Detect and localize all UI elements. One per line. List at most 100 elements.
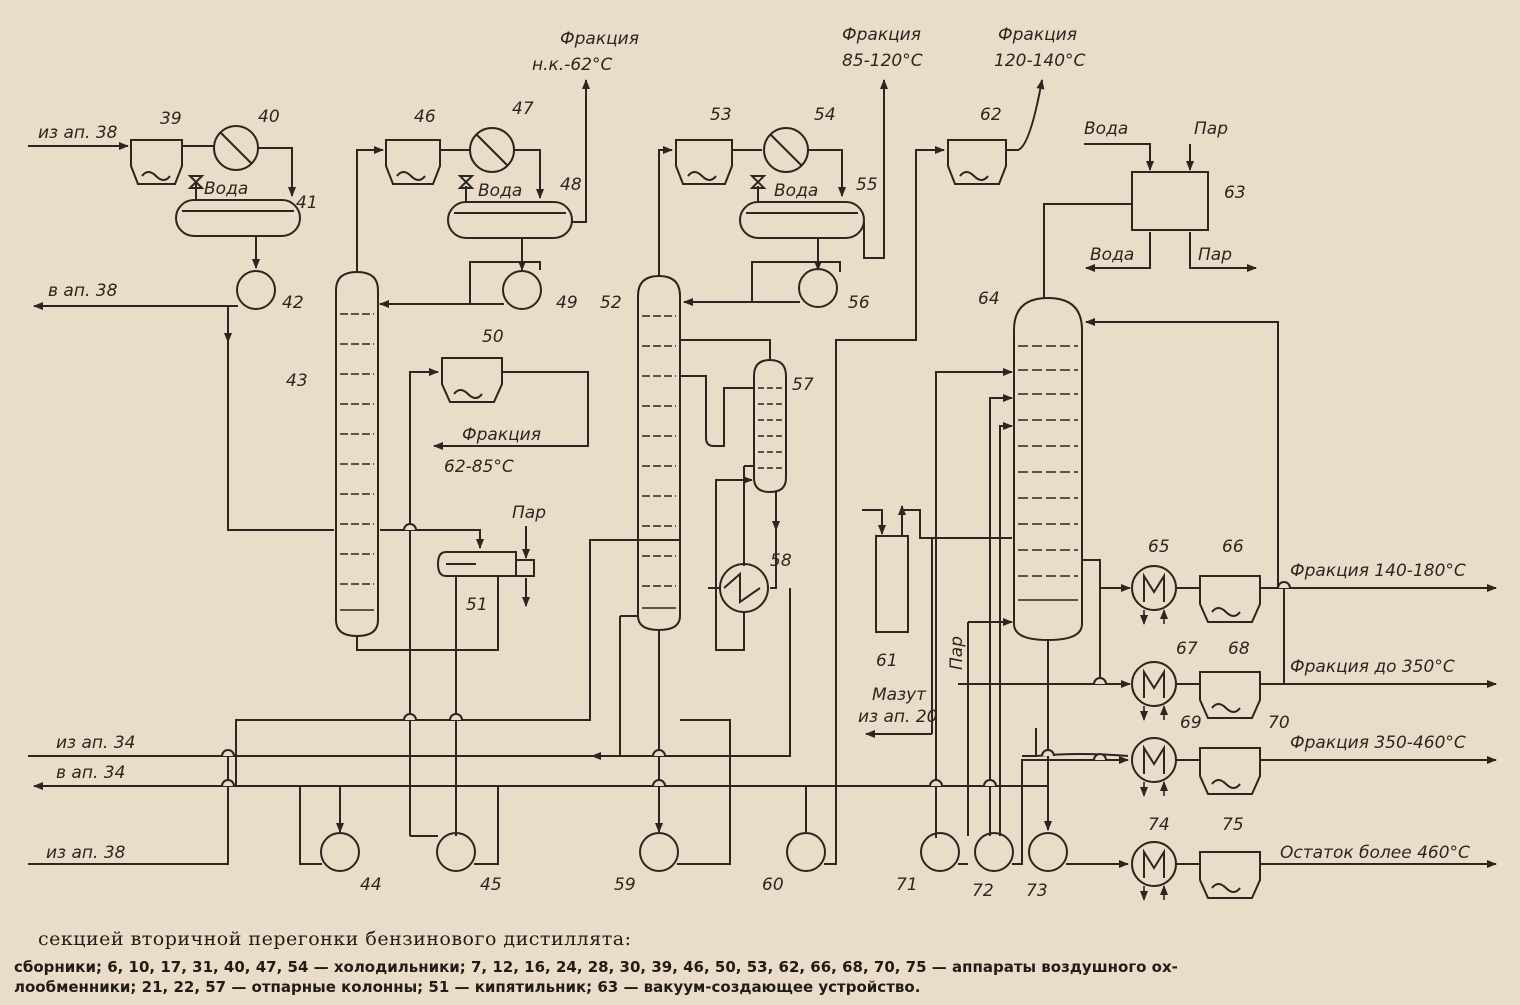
number-42: 42: [282, 293, 304, 313]
inlet-label-ap38-bottom: из ап. 38: [46, 843, 126, 863]
mazut-label-l2: из ап. 20: [858, 707, 937, 727]
product-label-residue: Остаток более 460°С: [1280, 843, 1470, 863]
inlet-label-ap34: из ап. 34: [56, 733, 135, 753]
outlet-label-ap34: в ап. 34: [56, 763, 125, 783]
caption-legend-line-2: лообменники; 21, 22, 57 — отпарные колон…: [14, 978, 921, 996]
number-43: 43: [286, 371, 308, 391]
pump-56: [798, 268, 838, 308]
number-57: 57: [792, 375, 814, 395]
number-49: 49: [556, 293, 578, 313]
product-label-62-85-l1: Фракция: [462, 425, 541, 445]
drum-41: [175, 199, 301, 237]
column-52: [637, 274, 681, 632]
pump-71: [920, 832, 960, 872]
product-label-120-140-l1: Фракция: [998, 25, 1077, 45]
number-63: 63: [1224, 183, 1246, 203]
water-label-41: Вода: [204, 179, 248, 199]
number-39: 39: [160, 109, 182, 129]
product-label-nk62-l2: н.к.-62°С: [532, 55, 612, 75]
outlet-label-ap38: в ап. 38: [48, 281, 118, 301]
product-label-85-120-l2: 85-120°С: [842, 51, 923, 71]
pump-59: [639, 832, 679, 872]
number-61: 61: [876, 651, 898, 671]
air-cooler-66: [1199, 575, 1261, 623]
pump-72: [974, 832, 1014, 872]
stripper-57: [753, 358, 787, 494]
pump-60: [786, 832, 826, 872]
product-label-62-85-l2: 62-85°С: [444, 457, 514, 477]
number-71: 71: [896, 875, 918, 895]
number-40: 40: [258, 107, 280, 127]
caption-legend-line-1: сборники; 6, 10, 17, 31, 40, 47, 54 — хо…: [14, 958, 1178, 976]
steam-label-64: Пар: [947, 636, 967, 670]
number-53: 53: [710, 105, 732, 125]
number-72: 72: [972, 881, 994, 901]
water-out-label-63: Вода: [1090, 245, 1134, 265]
drum-48: [447, 201, 573, 239]
cooler-40: [213, 125, 259, 171]
column-43: [335, 270, 379, 638]
pump-45: [436, 832, 476, 872]
number-51: 51: [466, 595, 488, 615]
mazut-label-l1: Мазут: [872, 685, 927, 705]
number-66: 66: [1222, 537, 1244, 557]
air-cooler-50: [441, 357, 503, 403]
number-74: 74: [1148, 815, 1170, 835]
product-label-85-120-l1: Фракция: [842, 25, 921, 45]
pump-49: [502, 270, 542, 310]
number-64: 64: [978, 289, 1000, 309]
number-54: 54: [814, 105, 836, 125]
air-cooler-53: [675, 139, 733, 185]
cooler-54: [763, 127, 809, 173]
pump-42: [236, 270, 276, 310]
column-64: [1013, 296, 1083, 642]
heat-exchanger-67: [1131, 661, 1177, 707]
air-cooler-68: [1199, 671, 1261, 719]
pump-73: [1028, 832, 1068, 872]
product-label-350-460: Фракция 350-460°С: [1290, 733, 1466, 753]
steam-in-label-63: Пар: [1194, 119, 1228, 139]
number-48: 48: [560, 175, 582, 195]
air-cooler-70: [1199, 747, 1261, 795]
caption-title: секцией вторичной перегонки бензинового …: [38, 928, 632, 950]
product-label-350: Фракция до 350°С: [1290, 657, 1455, 677]
pump-44: [320, 832, 360, 872]
heat-exchanger-58: [719, 563, 769, 613]
number-46: 46: [414, 107, 436, 127]
number-56: 56: [848, 293, 870, 313]
air-cooler-75: [1199, 851, 1261, 899]
product-label-120-140-l2: 120-140°С: [994, 51, 1086, 71]
air-cooler-62: [947, 139, 1007, 185]
vessel-61: [875, 535, 909, 633]
inlet-label-ap38-top: из ап. 38: [38, 123, 118, 143]
steam-label-51: Пар: [512, 503, 546, 523]
number-62: 62: [980, 105, 1002, 125]
steam-out-label-63: Пар: [1198, 245, 1232, 265]
number-47: 47: [512, 99, 534, 119]
product-label-nk62-l1: Фракция: [560, 29, 639, 49]
number-59: 59: [614, 875, 636, 895]
drum-55: [739, 201, 865, 239]
number-69: 69: [1180, 713, 1202, 733]
cooler-47: [469, 127, 515, 173]
reboiler-51: [436, 551, 535, 577]
number-60: 60: [762, 875, 784, 895]
number-68: 68: [1228, 639, 1250, 659]
number-55: 55: [856, 175, 878, 195]
number-41: 41: [296, 193, 318, 213]
number-52: 52: [600, 293, 622, 313]
number-58: 58: [770, 551, 792, 571]
water-in-label-63: Вода: [1084, 119, 1128, 139]
number-65: 65: [1148, 537, 1170, 557]
number-73: 73: [1026, 881, 1048, 901]
number-67: 67: [1176, 639, 1198, 659]
number-70: 70: [1268, 713, 1290, 733]
vacuum-device-63: [1131, 171, 1209, 231]
air-cooler-46: [385, 139, 441, 185]
number-45: 45: [480, 875, 502, 895]
number-50: 50: [482, 327, 504, 347]
water-label-48: Вода: [478, 181, 522, 201]
number-75: 75: [1222, 815, 1244, 835]
heat-exchanger-74: [1131, 841, 1177, 887]
